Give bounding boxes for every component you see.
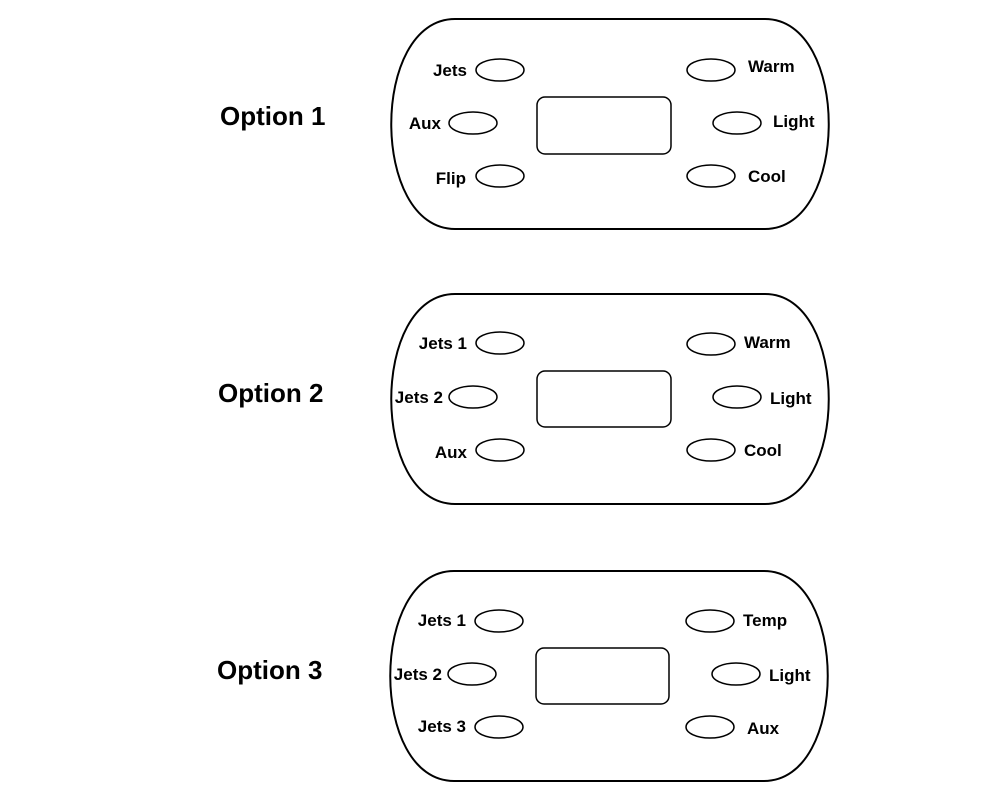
option-1-button-warm-oval[interactable] xyxy=(686,58,736,82)
option-2-button-jets-2[interactable]: Jets 2 xyxy=(395,385,498,409)
option-3-button-jets-3-oval[interactable] xyxy=(474,715,524,739)
option-1-button-jets-oval[interactable] xyxy=(475,58,525,82)
option-2-button-warm[interactable]: Warm xyxy=(686,332,791,356)
option-1-button-flip[interactable]: Flip xyxy=(436,164,525,188)
option-2-button-aux-label: Aux xyxy=(435,443,468,462)
option-1-button-warm[interactable]: Warm xyxy=(686,57,795,82)
option-3-button-jets-3[interactable]: Jets 3 xyxy=(418,715,524,739)
option-1-button-aux-oval[interactable] xyxy=(448,111,498,135)
option-3-button-temp-oval[interactable] xyxy=(685,609,735,633)
option-1-display-screen xyxy=(536,96,672,155)
option-1-button-light-oval[interactable] xyxy=(712,111,762,135)
option-1-title: Option 1 xyxy=(220,101,325,131)
option-3-button-jets-2-oval[interactable] xyxy=(447,662,497,686)
option-1-button-aux[interactable]: Aux xyxy=(409,111,498,135)
option-3-button-jets-2-label: Jets 2 xyxy=(394,665,442,684)
option-1-button-cool-label: Cool xyxy=(748,167,786,186)
option-3-button-jets-2[interactable]: Jets 2 xyxy=(394,662,497,686)
option-2-button-cool-oval[interactable] xyxy=(686,438,736,462)
option-2-button-jets-2-label: Jets 2 xyxy=(395,388,443,407)
option-2-title: Option 2 xyxy=(218,378,323,408)
option-2-button-light-label: Light xyxy=(770,389,812,408)
option-1-button-light[interactable]: Light xyxy=(712,111,815,135)
option-2-button-cool[interactable]: Cool xyxy=(686,438,782,462)
option-2-button-aux[interactable]: Aux xyxy=(435,438,525,462)
option-1-button-warm-label: Warm xyxy=(748,57,795,76)
option-3-button-light-oval[interactable] xyxy=(711,662,761,686)
option-1-button-cool-oval[interactable] xyxy=(686,164,736,188)
option-2-button-cool-label: Cool xyxy=(744,441,782,460)
option-3: Option 3 Jets 1 Jets 2 Jets 3 Temp Light… xyxy=(217,570,829,782)
option-2-button-jets-2-oval[interactable] xyxy=(448,385,498,409)
option-1-button-aux-label: Aux xyxy=(409,114,442,133)
option-2-button-aux-oval[interactable] xyxy=(475,438,525,462)
option-2-button-light[interactable]: Light xyxy=(712,385,812,409)
option-2-button-jets-1[interactable]: Jets 1 xyxy=(419,331,525,355)
option-2-button-warm-label: Warm xyxy=(744,333,791,352)
option-1-button-jets[interactable]: Jets xyxy=(433,58,525,82)
option-3-button-light-label: Light xyxy=(769,666,811,685)
option-3-button-jets-1-oval[interactable] xyxy=(474,609,524,633)
option-3-button-aux-label: Aux xyxy=(747,719,780,738)
option-3-button-jets-3-label: Jets 3 xyxy=(418,717,466,736)
option-2-display-screen xyxy=(536,370,672,428)
option-1-button-light-label: Light xyxy=(773,112,815,131)
option-2-button-light-oval[interactable] xyxy=(712,385,762,409)
option-3-button-temp[interactable]: Temp xyxy=(685,609,787,633)
option-1-button-flip-label: Flip xyxy=(436,169,466,188)
option-2-button-jets-1-oval[interactable] xyxy=(475,331,525,355)
option-1-button-flip-oval[interactable] xyxy=(475,164,525,188)
option-1-button-jets-label: Jets xyxy=(433,61,467,80)
option-1-button-cool[interactable]: Cool xyxy=(686,164,786,188)
option-2-button-warm-oval[interactable] xyxy=(686,332,736,356)
option-2: Option 2 Jets 1 Jets 2 Aux Warm Light Co… xyxy=(218,293,830,505)
option-3-button-aux[interactable]: Aux xyxy=(685,715,780,739)
option-3-title: Option 3 xyxy=(217,655,322,685)
option-3-button-aux-oval[interactable] xyxy=(685,715,735,739)
option-2-button-jets-1-label: Jets 1 xyxy=(419,334,467,353)
option-3-display-screen xyxy=(535,647,670,705)
option-3-button-jets-1-label: Jets 1 xyxy=(418,611,466,630)
option-1: Option 1 Jets Aux Flip Warm Light Cool xyxy=(220,18,830,230)
option-3-button-temp-label: Temp xyxy=(743,611,787,630)
option-3-button-jets-1[interactable]: Jets 1 xyxy=(418,609,524,633)
option-3-button-light[interactable]: Light xyxy=(711,662,811,686)
